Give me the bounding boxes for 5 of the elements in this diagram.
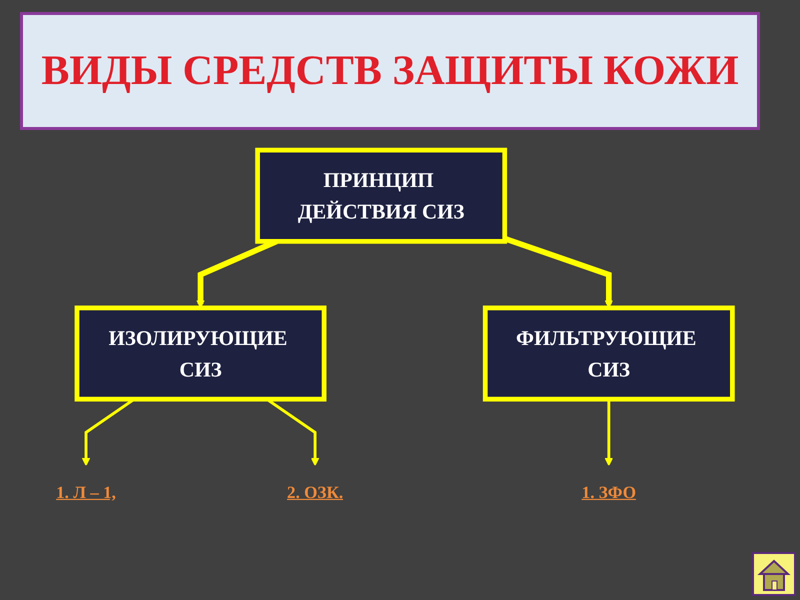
node-box: ФИЛЬТРУЮЩИЕ СИЗ bbox=[482, 306, 735, 402]
title: ВИДЫ СРЕДСТВ ЗАЩИТЫ КОЖИ bbox=[20, 12, 760, 130]
arrow bbox=[604, 399, 614, 466]
node-box: ПРИНЦИП ДЕЙСТВИЯ СИЗ bbox=[255, 148, 508, 244]
node-box: ИЗОЛИРУЮЩИЕ СИЗ bbox=[74, 306, 326, 402]
